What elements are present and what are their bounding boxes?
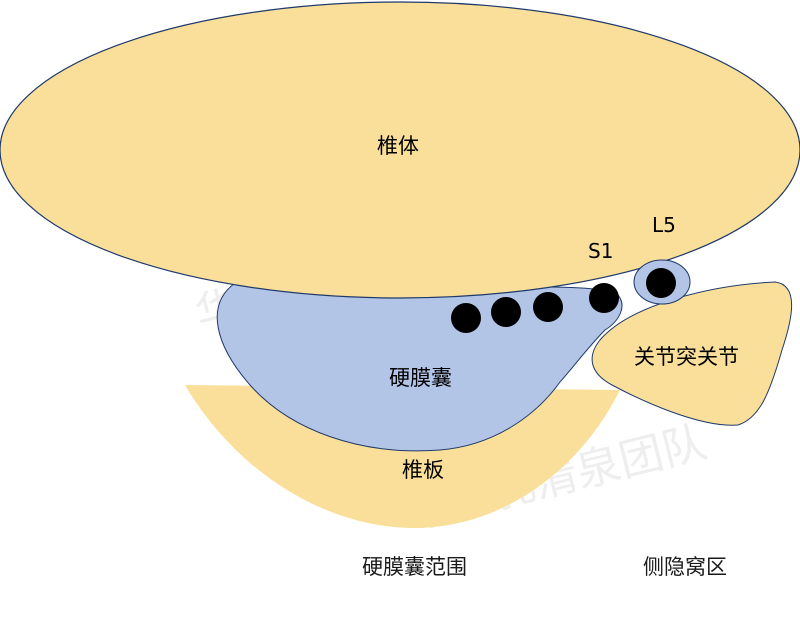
facet-joint-shape [591,281,793,426]
label-facet-joint: 关节突关节 [634,345,739,369]
label-lamina: 椎板 [402,458,444,482]
nerve-root-dot [533,292,563,322]
s1-nerve-root-dot [589,283,619,313]
label-s1: S1 [588,239,613,263]
label-dural-sac: 硬膜囊 [389,366,452,390]
nerve-root-dot [451,303,481,333]
vertebral-body-shape [0,1,800,299]
footer-dural-range: 硬膜囊范围 [362,555,467,579]
label-l5: L5 [652,213,676,237]
l5-nerve-root-dot [646,268,676,298]
label-vertebral-body: 椎体 [377,134,419,158]
nerve-root-dot [491,297,521,327]
footer-lateral-recess: 侧隐窝区 [643,555,727,579]
